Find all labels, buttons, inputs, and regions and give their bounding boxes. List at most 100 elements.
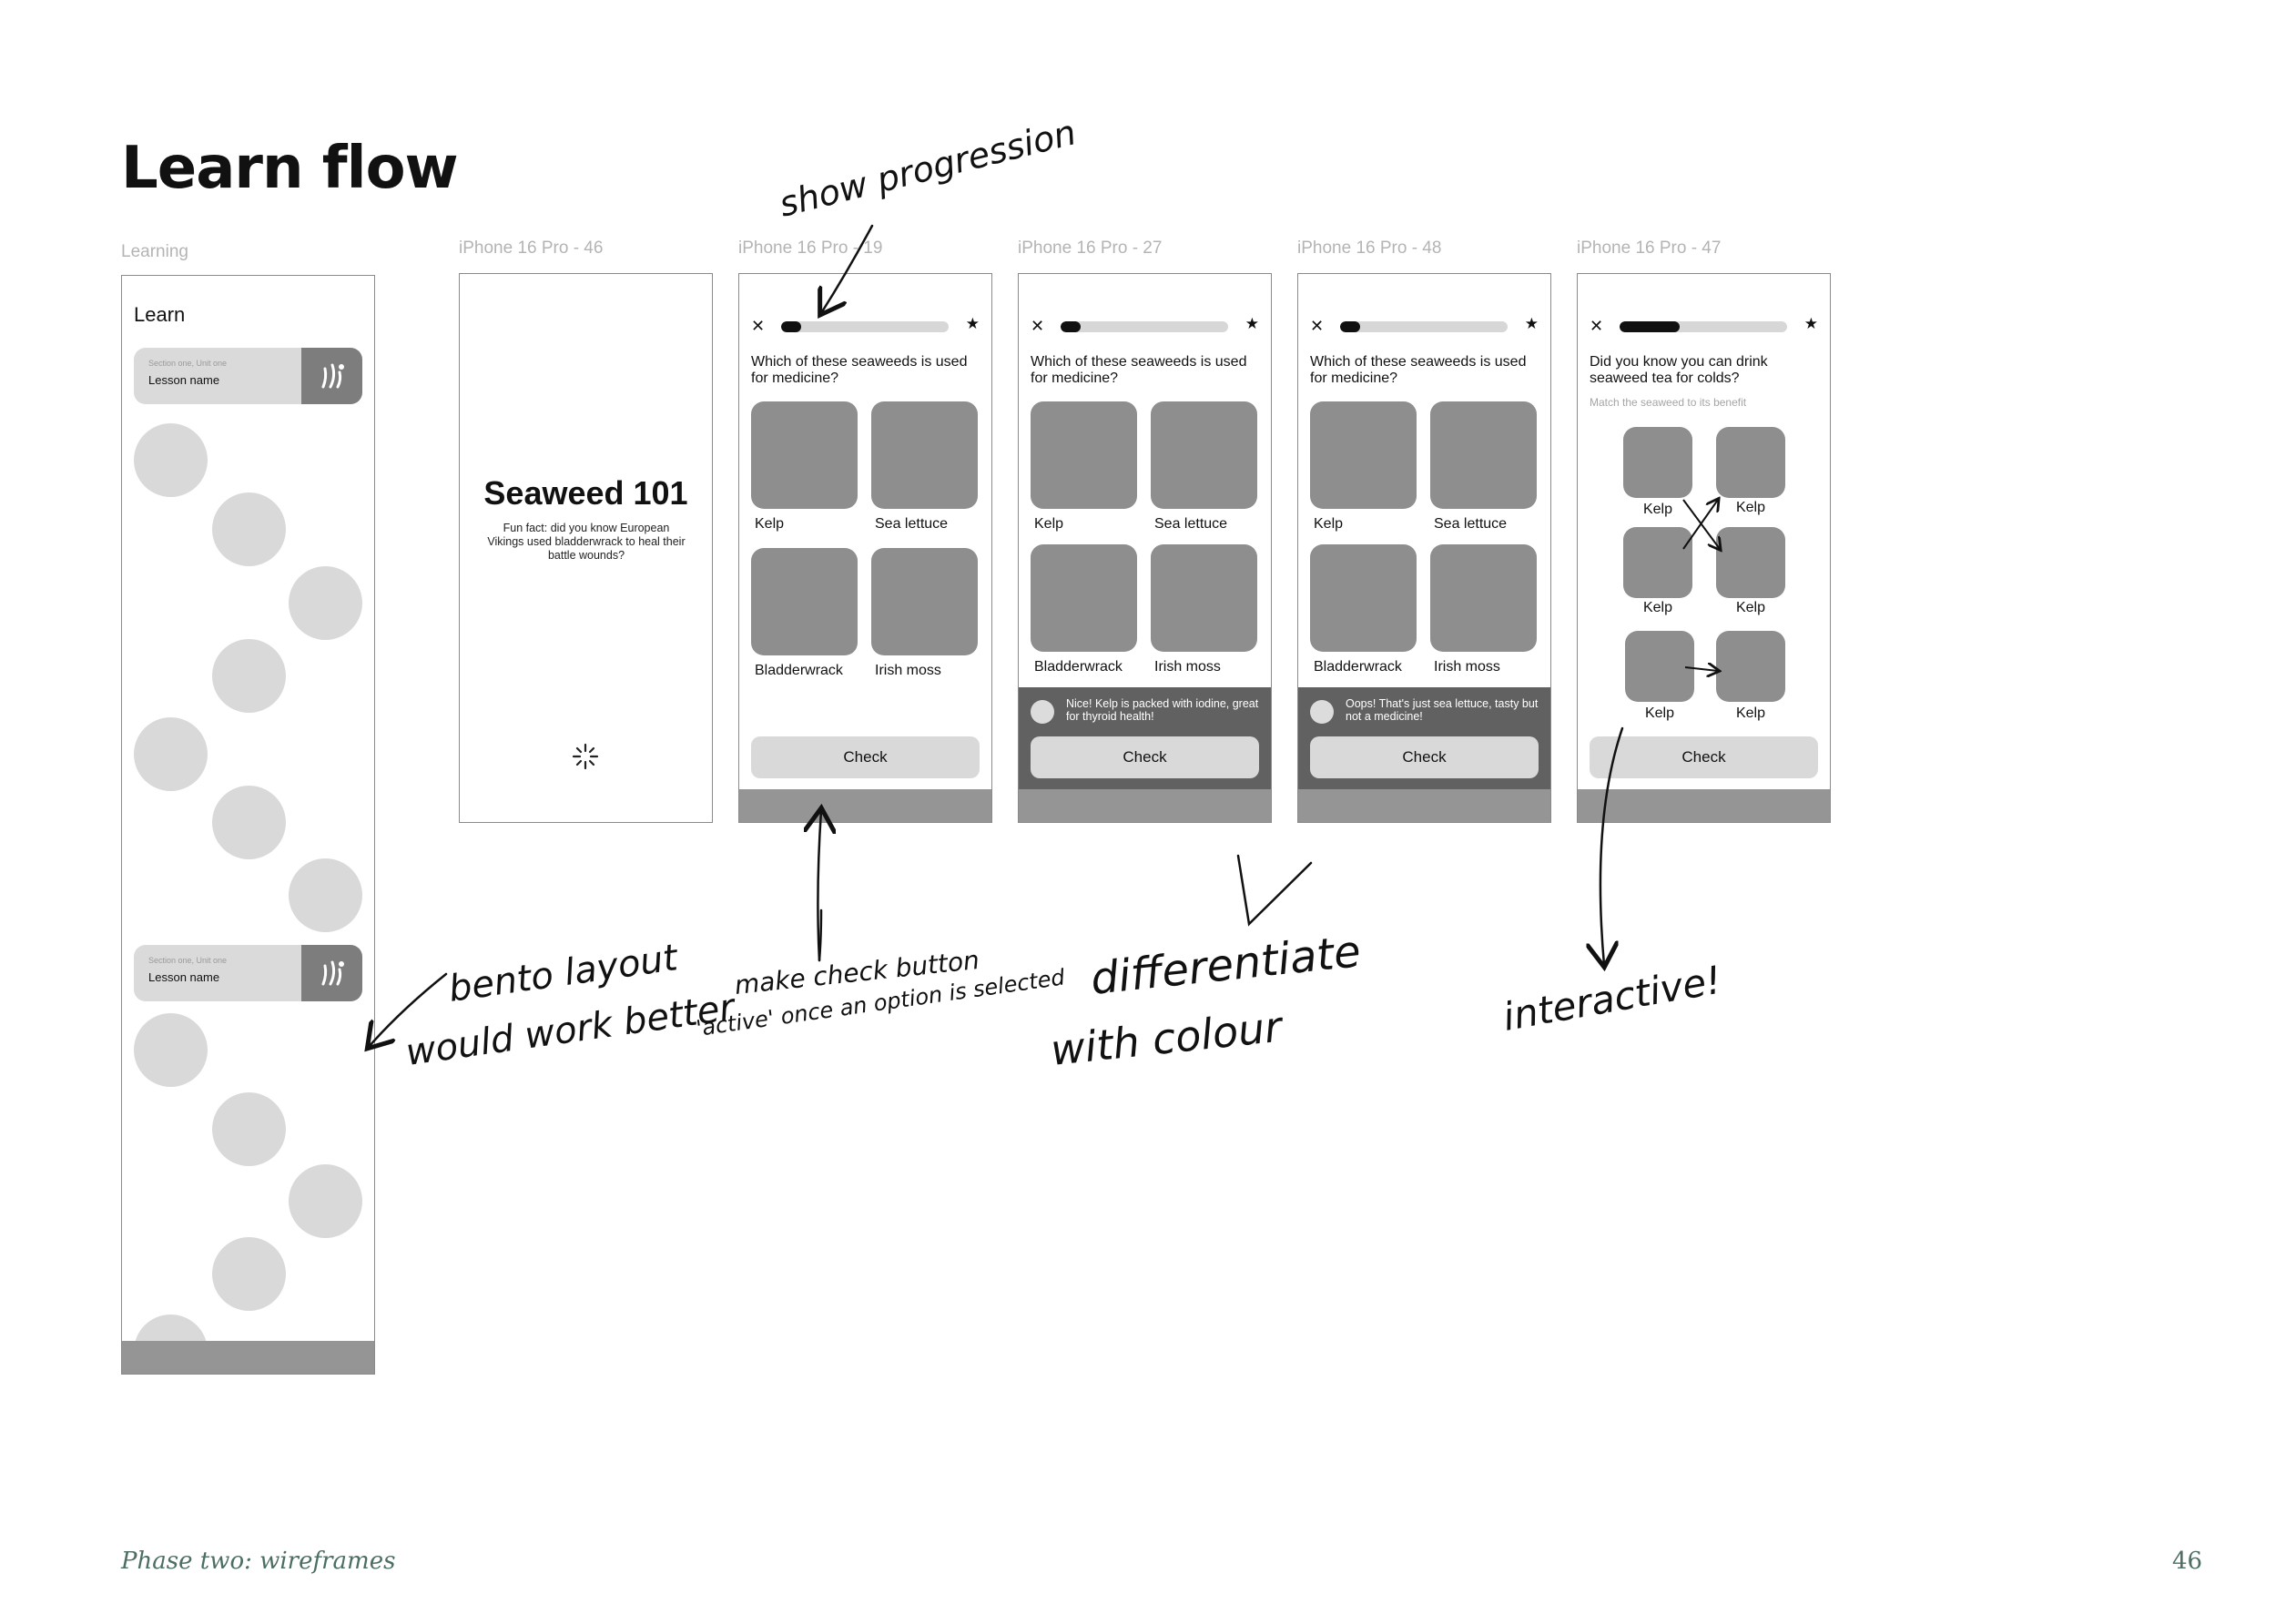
- option-tile[interactable]: [1151, 401, 1257, 509]
- lesson-node[interactable]: [289, 858, 362, 932]
- check-button[interactable]: Check: [1310, 736, 1539, 778]
- star-icon: ★: [965, 315, 980, 332]
- match-label: Kelp: [1644, 705, 1675, 721]
- lesson-name: Lesson name: [148, 970, 220, 984]
- seaweed-icon: [301, 348, 362, 404]
- option-label: Sea lettuce: [875, 516, 949, 532]
- question-text: Which of these seaweeds is used for medi…: [751, 354, 968, 386]
- option-tile[interactable]: [871, 548, 978, 655]
- match-label: Kelp: [1735, 600, 1766, 615]
- question-text: Which of these seaweeds is used for medi…: [1310, 354, 1527, 386]
- page-number: 46: [2172, 1548, 2203, 1575]
- option-label: Irish moss: [875, 663, 941, 678]
- option-tile[interactable]: [1031, 401, 1137, 509]
- option-tile[interactable]: [1310, 401, 1417, 509]
- splash-frame: Seaweed 101 Fun fact: did you know Europ…: [459, 273, 713, 823]
- option-label: Bladderwrack: [1314, 659, 1402, 675]
- question-text: Which of these seaweeds is used for medi…: [1031, 354, 1247, 386]
- match-tile[interactable]: [1623, 527, 1692, 598]
- lesson-section-label: Section one, Unit one: [148, 956, 228, 965]
- match-label: Kelp: [1735, 500, 1766, 515]
- option-label: Irish moss: [1154, 659, 1221, 675]
- screen-title: Learn: [134, 303, 186, 326]
- annotation-checkmark: [1236, 854, 1313, 927]
- loading-spinner-icon: [572, 743, 599, 770]
- seaweed-icon: [301, 945, 362, 1001]
- match-tile[interactable]: [1716, 631, 1785, 702]
- match-tile[interactable]: [1716, 427, 1785, 498]
- frame-label-quiz-1: iPhone 16 Pro - 19: [738, 239, 883, 258]
- option-tile[interactable]: [751, 401, 858, 509]
- lesson-name: Lesson name: [148, 373, 220, 387]
- lesson-node[interactable]: [134, 717, 208, 791]
- option-tile[interactable]: [1151, 544, 1257, 652]
- bottom-bar: [1298, 789, 1550, 822]
- progress-fill: [1061, 321, 1082, 332]
- instruction-text: Match the seaweed to its benefit: [1590, 396, 1747, 409]
- progress-bar: [1061, 321, 1228, 332]
- progress-bar: [1620, 321, 1787, 332]
- lesson-node[interactable]: [289, 566, 362, 640]
- option-label: Kelp: [1314, 516, 1344, 532]
- match-label: Kelp: [1642, 502, 1673, 517]
- lesson-node[interactable]: [134, 423, 208, 497]
- annotation-arrow: [369, 972, 448, 1047]
- annotation-arrow: [818, 810, 821, 962]
- annotation-show-progression: show progression: [776, 112, 1081, 224]
- quiz-frame: ✕ ★ Which of these seaweeds is used for …: [738, 273, 992, 823]
- bottom-bar: [1578, 789, 1830, 822]
- star-icon: ★: [1803, 315, 1818, 332]
- lesson-card[interactable]: Section one, Unit one Lesson name: [134, 348, 362, 404]
- feedback-message: Oops! That's just sea lettuce, tasty but…: [1346, 697, 1539, 723]
- progress-fill: [781, 321, 802, 332]
- match-tile[interactable]: [1625, 631, 1694, 702]
- annotation-arrow: [818, 908, 823, 962]
- close-icon[interactable]: ✕: [1310, 317, 1325, 335]
- annotation-bento-line1: bento layout: [446, 937, 681, 1010]
- check-button[interactable]: Check: [751, 736, 980, 778]
- match-label: Kelp: [1642, 600, 1673, 615]
- lesson-node[interactable]: [212, 639, 286, 713]
- option-label: Irish moss: [1434, 659, 1500, 675]
- match-tile[interactable]: [1716, 527, 1785, 598]
- option-tile[interactable]: [751, 548, 858, 655]
- option-tile[interactable]: [1430, 544, 1537, 652]
- question-text: Did you know you can drink seaweed tea f…: [1590, 354, 1768, 386]
- footer-section-label: Phase two: wireframes: [121, 1548, 396, 1575]
- option-tile[interactable]: [871, 401, 978, 509]
- lesson-node[interactable]: [212, 786, 286, 859]
- option-label: Bladderwrack: [1034, 659, 1123, 675]
- close-icon[interactable]: ✕: [751, 317, 766, 335]
- lesson-node[interactable]: [212, 492, 286, 566]
- lesson-card[interactable]: Section one, Unit one Lesson name: [134, 945, 362, 1001]
- annotation-differentiate-line1: differentiate: [1088, 926, 1363, 1005]
- annotation-interactive: interactive!: [1499, 958, 1724, 1040]
- close-icon[interactable]: ✕: [1031, 317, 1045, 335]
- match-tile[interactable]: [1623, 427, 1692, 498]
- bottom-bar: [1019, 789, 1271, 822]
- match-label: Kelp: [1735, 705, 1766, 721]
- frame-label-learning: Learning: [121, 242, 188, 261]
- fun-fact-text: Fun fact: did you know European Vikings …: [487, 522, 686, 562]
- lesson-node[interactable]: [134, 1013, 208, 1087]
- slide-title: Learn flow: [121, 135, 459, 202]
- annotation-bento-line2: would work better: [403, 986, 739, 1074]
- progress-bar: [1340, 321, 1508, 332]
- check-button[interactable]: Check: [1590, 736, 1818, 778]
- lesson-node[interactable]: [212, 1237, 286, 1311]
- option-label: Sea lettuce: [1434, 516, 1508, 532]
- option-tile[interactable]: [1031, 544, 1137, 652]
- check-button[interactable]: Check: [1031, 736, 1259, 778]
- option-tile[interactable]: [1430, 401, 1537, 509]
- option-tile[interactable]: [1310, 544, 1417, 652]
- frame-label-splash: iPhone 16 Pro - 46: [459, 239, 604, 258]
- tab-bar[interactable]: [122, 1341, 374, 1374]
- lesson-node[interactable]: [289, 1164, 362, 1238]
- lesson-node[interactable]: [212, 1092, 286, 1166]
- option-label: Bladderwrack: [755, 663, 843, 678]
- star-icon: ★: [1245, 315, 1259, 332]
- learning-frame: Learn Section one, Unit one Lesson name …: [121, 275, 375, 1375]
- annotation-check-line1: make check button: [733, 945, 980, 1000]
- close-icon[interactable]: ✕: [1590, 317, 1604, 335]
- feedback-status-icon: [1310, 700, 1334, 724]
